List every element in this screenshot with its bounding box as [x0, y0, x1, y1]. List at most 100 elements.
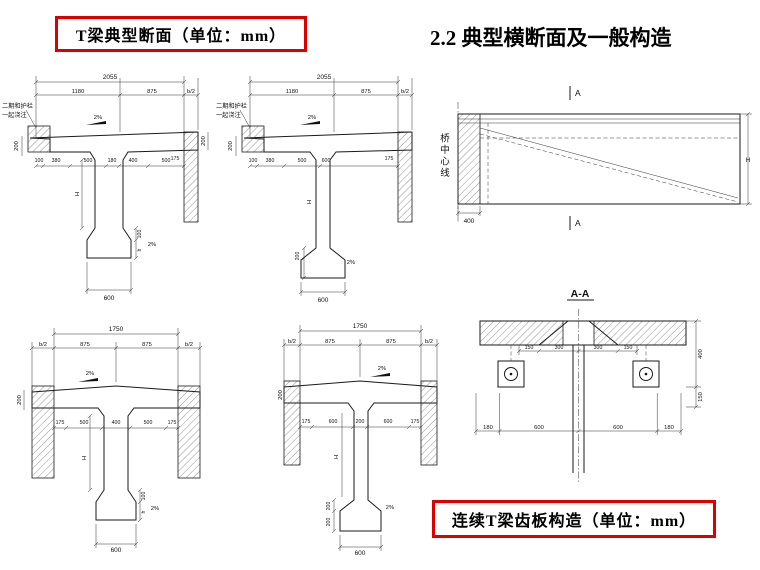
tick-marks [33, 79, 201, 293]
cast-strip-right [397, 131, 413, 223]
dim-label: 875 [325, 339, 335, 345]
section-mark-bottom: A [569, 216, 581, 230]
t-beam-section-top-mid: 二期和护栏 一起浇注 2055 1180 875 b/2 2% 200 100 … [216, 62, 428, 310]
dim-label: 400 [698, 349, 704, 359]
dim-label: 200 [228, 141, 234, 151]
extension-lines [283, 325, 438, 551]
centerline-label: 桥中心线 [438, 133, 449, 179]
dim-label: 200 [278, 390, 284, 400]
note-label: 二期和护栏 [216, 102, 247, 110]
dim-label: 175 [56, 420, 65, 426]
dim-label: b/2 [39, 342, 47, 348]
dim-label: 100 [137, 230, 143, 239]
hidden-lines [479, 123, 740, 204]
dimension-lines [457, 113, 752, 216]
dim-label: 875 [142, 342, 152, 348]
section-mark-label: A [575, 218, 581, 228]
dim-label: 2055 [317, 74, 332, 81]
flange-lines [458, 118, 740, 124]
dim-label: 500 [144, 420, 153, 426]
end-diaphragm [457, 113, 481, 205]
t-beam-section-bot-mid: 1750 b/2 875 875 b/2 2% 200 175 600 200 … [278, 315, 443, 570]
dim-label: 400 [129, 158, 138, 164]
anchor-plate-left [497, 345, 525, 388]
dim-label: 1750 [353, 323, 368, 330]
dim-label: 600 [104, 295, 115, 302]
dim-label: 175 [385, 156, 394, 162]
dim-label: 100 [141, 492, 147, 501]
section-mark-label: A [575, 88, 581, 98]
cast-strip-right [183, 131, 199, 223]
note-label: 一起浇注 [2, 111, 27, 119]
title-box-bottom-label: 连续T梁齿板构造（单位：mm） [451, 513, 697, 530]
dim-label: 500 [80, 420, 89, 426]
dim-label: b/2 [187, 89, 195, 95]
slope-label: 2% [347, 260, 355, 266]
beam-outline [243, 131, 413, 279]
dim-label: H [746, 157, 751, 164]
dim-label: h [137, 248, 143, 251]
haunch-line [479, 127, 739, 199]
dim-label: 180 [108, 158, 117, 164]
dim-label: 200 [295, 252, 301, 261]
dim-label: H [307, 200, 313, 204]
dim-label: 600 [384, 419, 393, 425]
dim-label: 100 [35, 158, 44, 164]
dim-label: 600 [318, 297, 329, 304]
extension-lines [249, 76, 413, 296]
dim-label: 200 [14, 141, 20, 151]
dim-label: h [141, 510, 147, 513]
slope-label: 2% [148, 242, 156, 248]
dim-label: 200 [326, 502, 332, 511]
beam-outline [283, 380, 438, 532]
cast-strip-right [420, 380, 438, 466]
slope-label: 2% [386, 505, 394, 511]
tooth-block [538, 320, 619, 473]
slope-label: 2% [86, 371, 94, 377]
title-box-top: T梁典型断面（单位：mm） [55, 16, 307, 52]
dimension-lines [21, 81, 209, 291]
slope-mark [86, 121, 106, 125]
dim-label: 400 [112, 420, 121, 426]
slab-outline [479, 320, 687, 346]
slab-hatch-left [479, 320, 564, 346]
dim-label: 175 [168, 420, 177, 426]
dim-label: 175 [411, 419, 420, 425]
dim-label: 1180 [72, 89, 84, 95]
slope-mark [300, 121, 320, 125]
cast-strip-left [31, 385, 55, 479]
tick-marks [455, 111, 751, 216]
dim-label: 875 [80, 342, 90, 348]
dim-label: b/2 [425, 339, 433, 345]
dim-label: b/2 [185, 342, 193, 348]
dim-label: 600 [111, 547, 122, 554]
slope-mark [78, 378, 98, 382]
dim-label: 150 [525, 345, 534, 351]
t-beam-section-bot-left: 1750 b/2 875 875 b/2 2% 200 175 500 400 … [6, 318, 236, 568]
dim-label: 300 [594, 345, 603, 351]
section-title: A-A [571, 288, 590, 300]
section-mark-top: A [569, 86, 581, 100]
slab-hatch-right [593, 320, 687, 346]
dim-label: 200 [356, 419, 365, 425]
dim-label: 875 [147, 89, 157, 95]
dim-label: 600 [329, 419, 338, 425]
slope-label: 2% [308, 115, 316, 121]
extension-lines [35, 76, 199, 294]
beam-elevation: A A H 400 [430, 76, 758, 248]
dim-label: 600 [534, 425, 544, 431]
slope-mark [370, 373, 390, 377]
dim-label: 500 [298, 158, 307, 164]
tick-marks [281, 328, 440, 550]
dim-label: 600 [322, 158, 331, 164]
dim-label: 200 [201, 136, 207, 146]
slope-label: 2% [378, 366, 386, 372]
dim-label: 1180 [286, 89, 298, 95]
tick-marks [29, 331, 203, 547]
t-beam-section-top-left: 二期和护栏 一起浇注 2055 1180 875 b/2 2% 200 200 … [2, 62, 214, 310]
slope-label: 2% [94, 115, 102, 121]
dim-label: H [334, 455, 340, 459]
tick-marks [247, 79, 415, 295]
dim-label: 150 [698, 392, 704, 402]
beam-outline [31, 385, 201, 521]
